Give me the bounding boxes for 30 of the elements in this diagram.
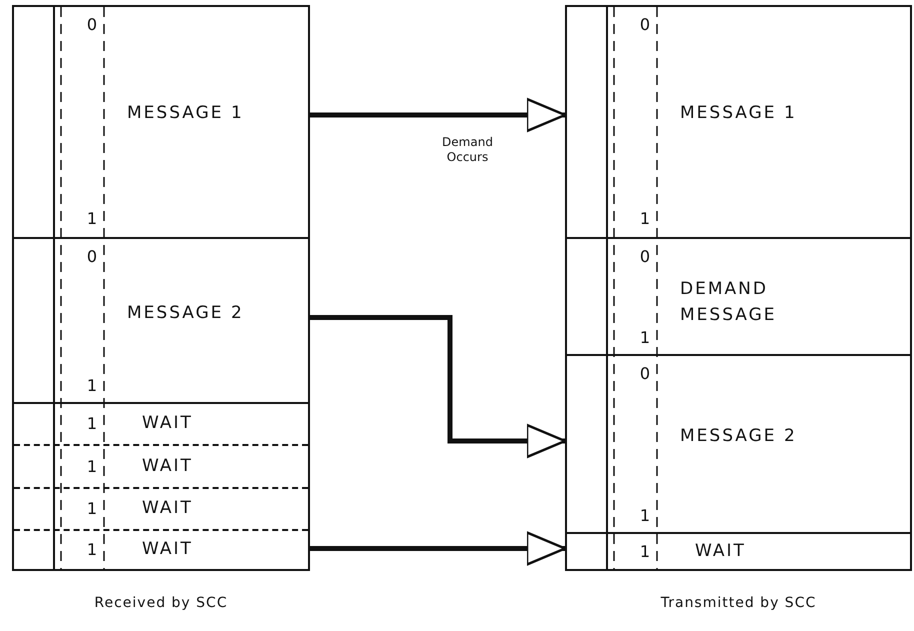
bit-value: 1 — [86, 499, 98, 518]
message-label: DEMAND MESSAGE — [680, 278, 778, 326]
column-caption: Received by SCC — [93, 595, 229, 611]
bit-value: 1 — [86, 414, 98, 433]
bit-value: 1 — [86, 540, 98, 559]
bit-value: 1 — [86, 376, 98, 395]
bit-value: 0 — [86, 15, 98, 34]
wait-label: WAIT — [695, 540, 746, 560]
bit-value: 1 — [638, 328, 652, 347]
bit-value: 1 — [638, 506, 652, 525]
bit-value: 0 — [638, 247, 652, 266]
block-arrow — [310, 98, 566, 132]
bit-value: 0 — [86, 247, 98, 266]
message-label: MESSAGE 2 — [127, 302, 245, 324]
wait-label: WAIT — [142, 539, 193, 559]
bit-value: 1 — [638, 542, 652, 560]
column-caption: Transmitted by SCC — [660, 595, 818, 611]
message-label: MESSAGE 1 — [680, 102, 798, 125]
bit-value: 1 — [86, 209, 98, 228]
block-arrow — [310, 531, 566, 566]
wait-label: WAIT — [142, 456, 193, 476]
bit-value: 0 — [638, 364, 652, 383]
wait-label: WAIT — [142, 498, 193, 518]
bit-value: 0 — [638, 15, 652, 34]
message-label: MESSAGE 2 — [680, 425, 798, 448]
message-label: MESSAGE 1 — [127, 102, 245, 125]
block-arrow — [310, 315, 566, 458]
wait-label: WAIT — [142, 413, 193, 433]
bit-value: 1 — [86, 456, 98, 476]
bit-value: 1 — [638, 209, 652, 228]
